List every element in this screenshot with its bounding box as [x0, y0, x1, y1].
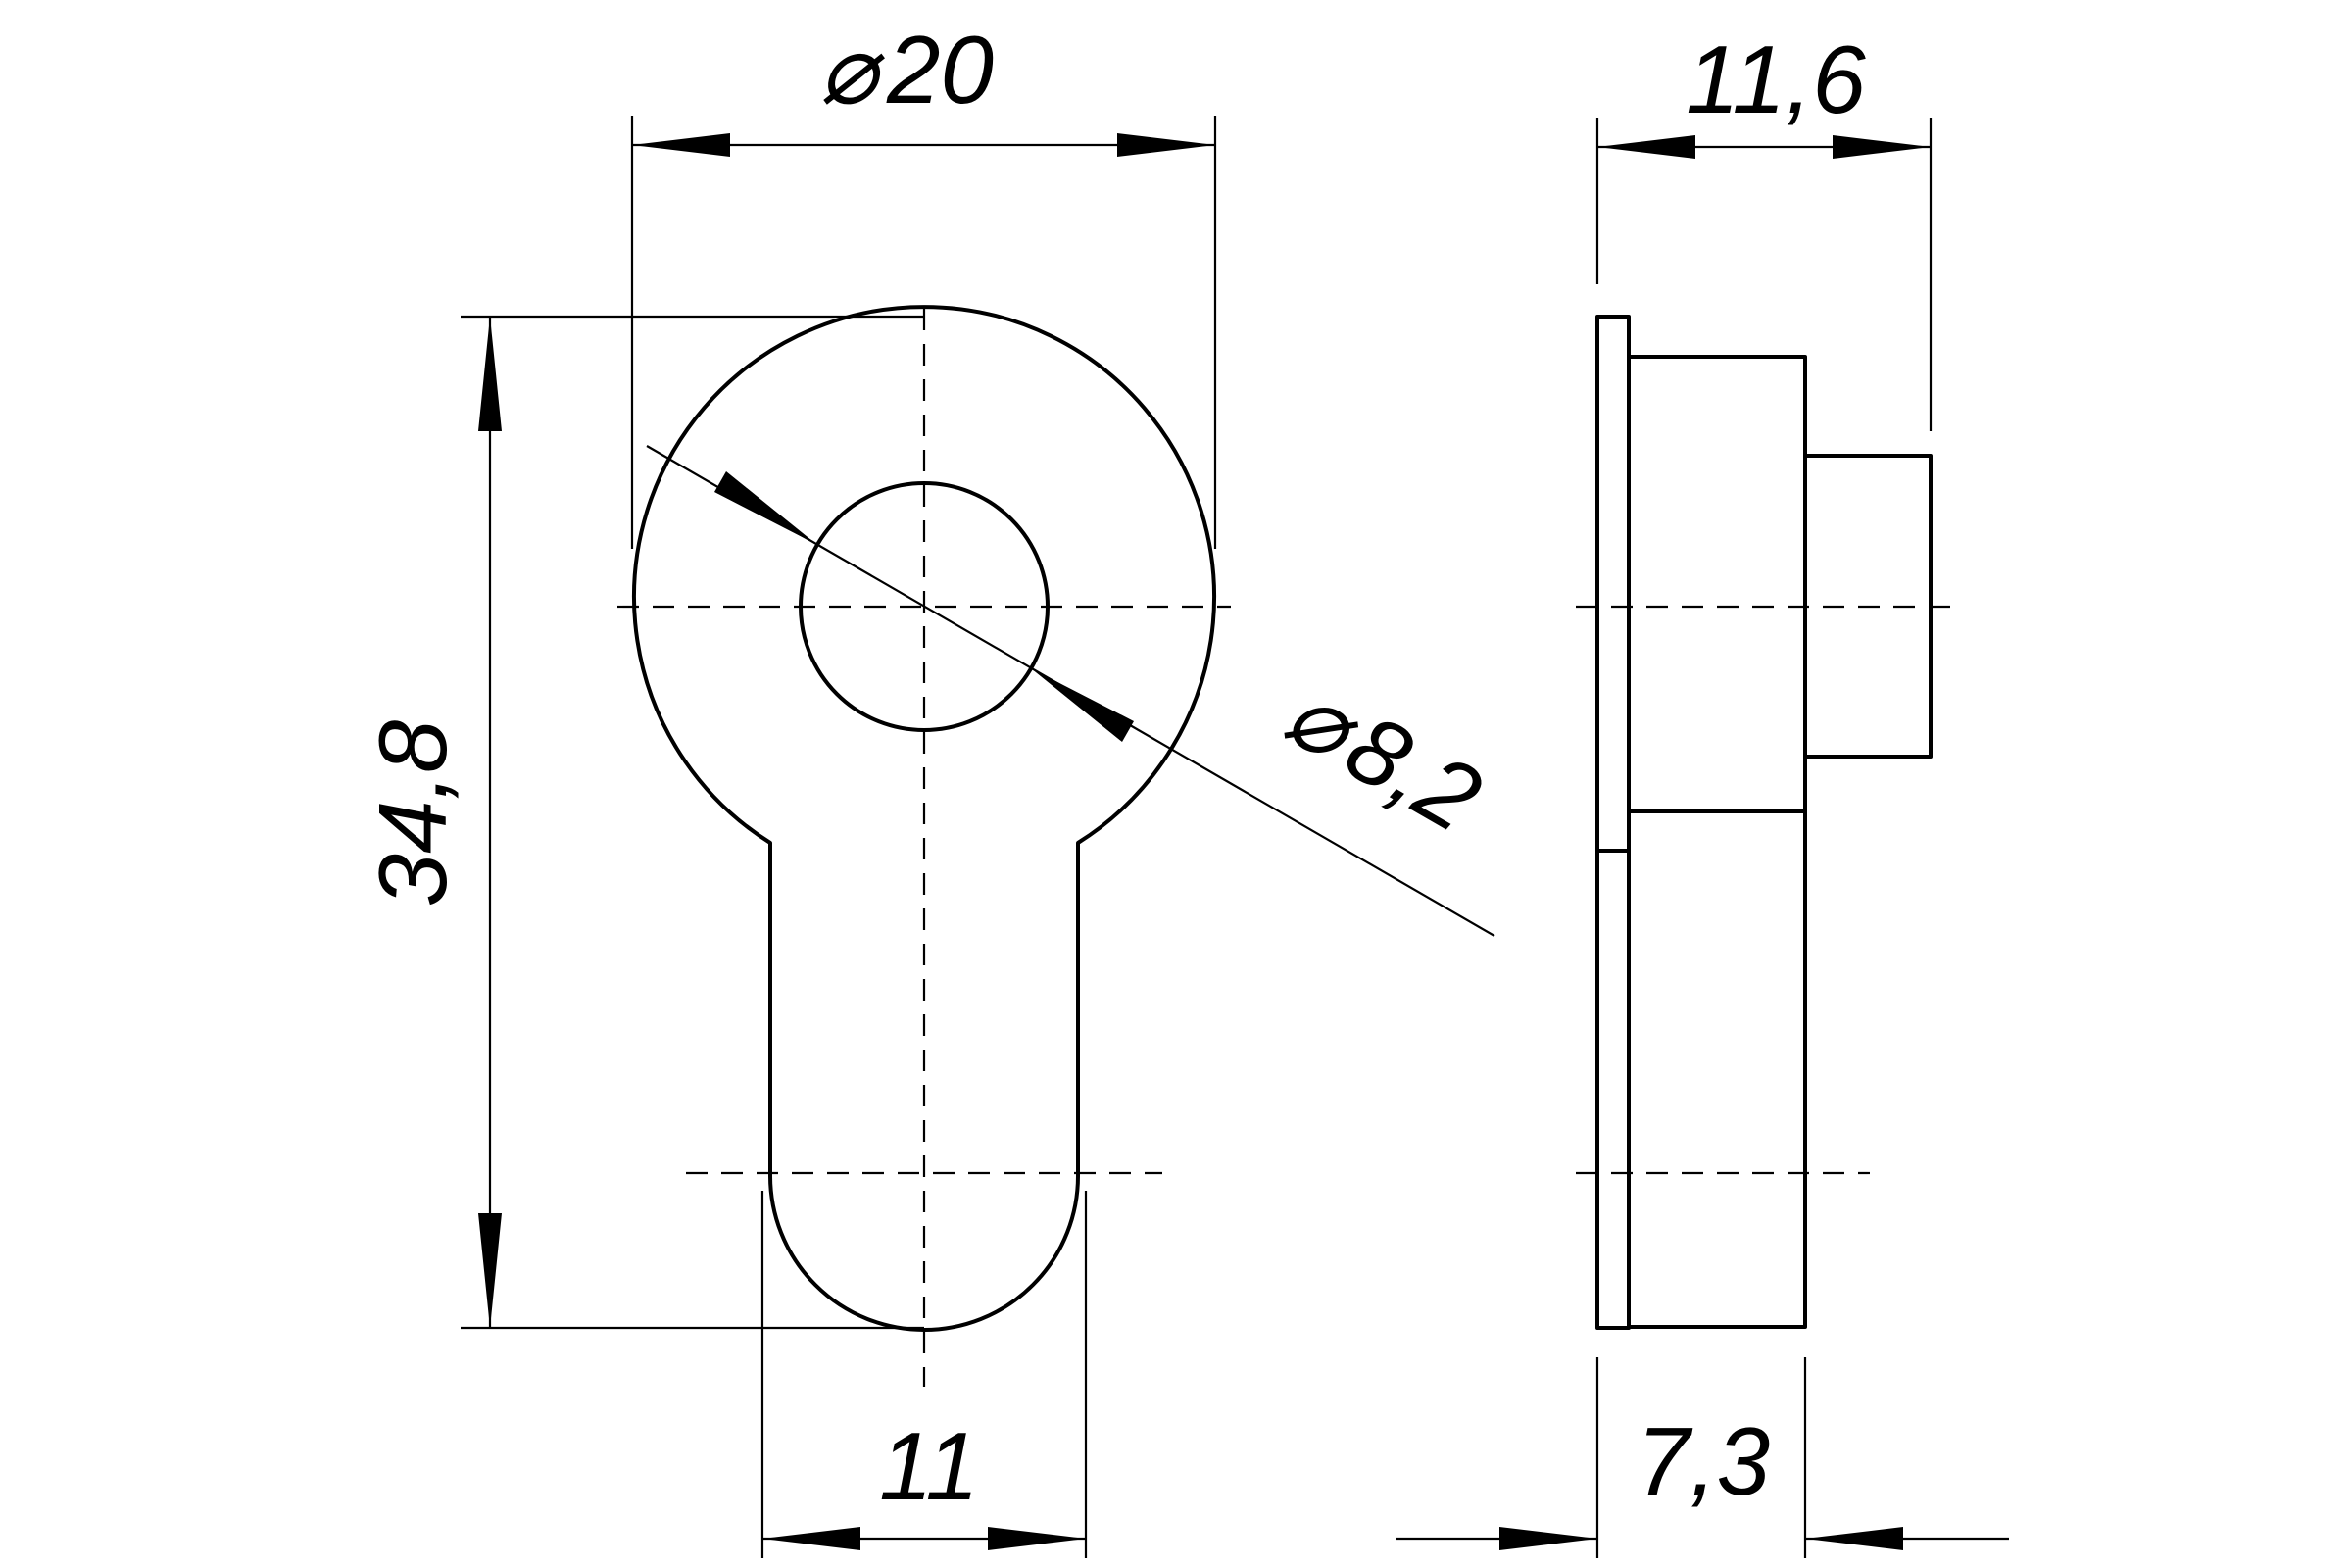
total-length-label: 34,8: [359, 720, 466, 907]
dim-hole-diameter: ⌀8,2: [646, 445, 1498, 937]
side-body: [1627, 355, 1807, 1329]
front-view: [617, 305, 1231, 1387]
outer-diameter-label: ⌀20: [819, 16, 994, 123]
dim-outer-diameter: ⌀20: [630, 16, 1217, 549]
dim-total-depth: 11,6: [1595, 25, 1933, 431]
slot-width-label: 11: [879, 1412, 979, 1520]
hole-diameter-label: ⌀8,2: [1269, 658, 1498, 853]
dim-total-length: 34,8: [359, 315, 924, 1330]
side-view: [1576, 315, 1958, 1330]
dim-body-depth: 7,3: [1396, 1357, 2009, 1558]
flange-plate: [1595, 315, 1631, 1330]
dim-slot-width: 11: [760, 1191, 1088, 1558]
body-depth-label: 7,3: [1637, 1407, 1770, 1515]
total-depth-label: 11,6: [1686, 25, 1866, 133]
keyhole-outline: [632, 305, 1216, 1332]
